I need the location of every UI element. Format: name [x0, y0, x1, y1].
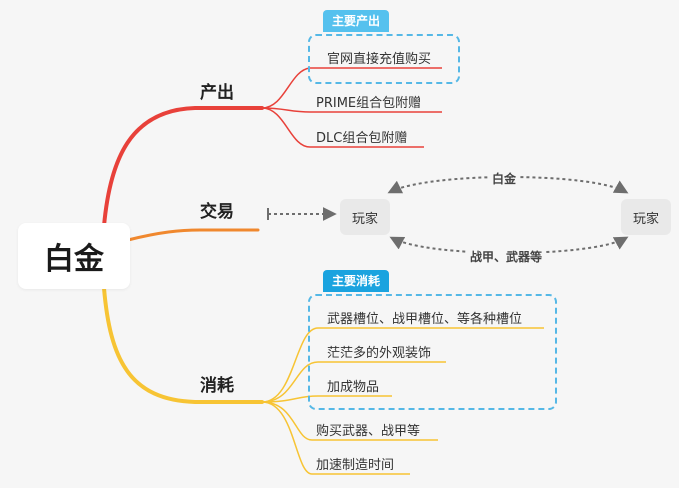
output-item-dlc-bundle: DLC组合包附赠	[316, 131, 408, 146]
root-node: 白金	[18, 223, 130, 289]
trade-flow-top-label: 白金	[488, 170, 521, 187]
output-item-official-recharge: 官网直接充值购买	[327, 52, 432, 67]
connector-trade	[126, 228, 260, 242]
output-main-tag: 主要产出	[323, 10, 390, 32]
consume-item-cosmetics: 茫茫多的外观装饰	[327, 346, 432, 361]
branch-output-label: 产出	[200, 83, 234, 103]
branch-trade-label: 交易	[200, 202, 234, 222]
consume-item-buy-gear: 购买武器、战甲等	[316, 424, 421, 439]
output-main-box	[308, 34, 460, 84]
consume-main-box	[308, 294, 557, 410]
connector-consume	[102, 286, 264, 404]
output-item-prime-bundle: PRIME组合包附赠	[316, 96, 422, 111]
trade-player-left-label: 玩家	[351, 211, 378, 227]
consume-item-slots: 武器槽位、战甲槽位、等各种槽位	[327, 312, 523, 327]
consume-item-boosters: 加成物品	[327, 380, 380, 395]
branch-consume-label: 消耗	[200, 376, 234, 396]
trade-player-right: 玩家	[621, 199, 671, 235]
connector-output	[102, 106, 264, 228]
consume-item-speed-up: 加速制造时间	[316, 458, 395, 473]
trade-player-right-label: 玩家	[632, 211, 659, 227]
trade-player-left: 玩家	[340, 199, 390, 235]
trade-flow-bottom-label: 战甲、武器等	[466, 248, 547, 265]
consume-main-tag: 主要消耗	[323, 270, 390, 292]
